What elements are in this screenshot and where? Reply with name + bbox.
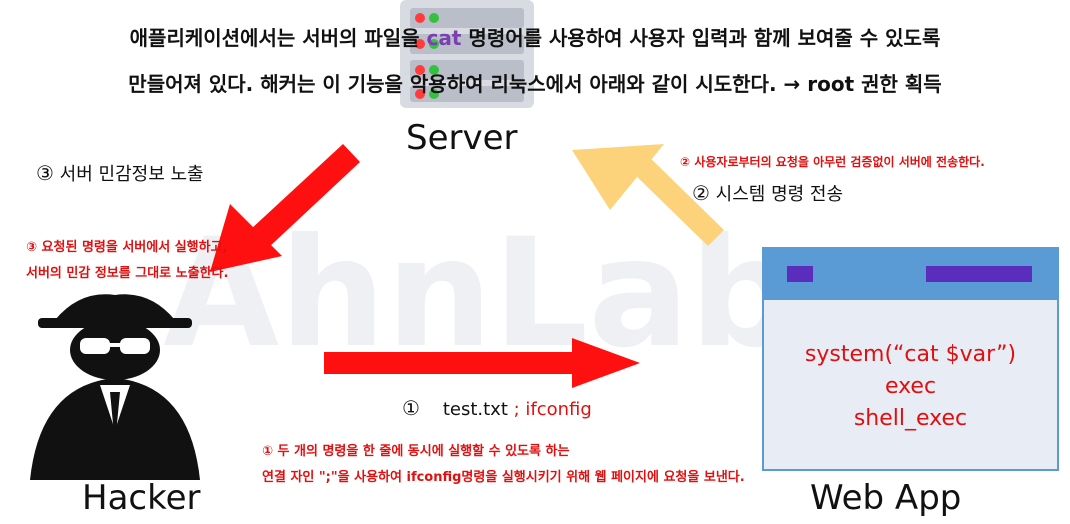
step1-note-line-1: ① 두 개의 명령을 한 줄에 동시에 실행할 수 있도록 하는 <box>262 444 570 459</box>
server-icon <box>400 0 534 108</box>
step3-note-line-1: ③ 요청된 명령을 서버에서 실행하고, <box>26 240 228 255</box>
intro-arrow: → <box>783 72 801 96</box>
step1-text-b: ; ifconfig <box>513 399 592 420</box>
webapp-code-line-1: system(“cat $var”) <box>804 342 1017 367</box>
intro-line-2: 만들어져 있다. 해커는 이 기능을 악용하여 리눅스에서 아래와 같이 시도한… <box>0 68 1070 97</box>
server-label: Server <box>406 118 518 158</box>
step3-text: 서버 민감정보 노출 <box>59 164 204 185</box>
intro-line-1: 애플리케이션에서는 서버의 파일을 cat 명령어를 사용하여 사용자 입력과 … <box>0 22 1070 51</box>
intro-line-1-text-b: 명령어를 사용하여 사용자 입력과 함께 보여줄 수 있도록 <box>461 26 941 50</box>
arrow-step3-server-to-hacker <box>210 144 360 272</box>
step3-label: ③ 서버 민감정보 노출 <box>36 160 204 186</box>
arrow-step2-webapp-to-server <box>572 144 724 246</box>
intro-line-1-text-a: 애플리케이션에서는 서버의 파일을 <box>129 26 427 50</box>
step3-number: ③ <box>36 161 54 185</box>
intro-result: root 권한 획득 <box>807 72 942 96</box>
webapp-code-line-2: exec <box>884 374 937 399</box>
step1-text-a: test.txt <box>442 399 514 420</box>
step3-note-line-2: 서버의 민감 정보를 그대로 노출한다. <box>26 266 229 281</box>
webapp-label: Web App <box>810 478 962 518</box>
hacker-label: Hacker <box>82 478 201 518</box>
webapp-browser-icon <box>762 247 1059 471</box>
arrow-step1-hacker-to-webapp <box>324 338 640 388</box>
step2-label: ② 시스템 명령 전송 <box>692 180 843 206</box>
intro-cat-command: cat <box>426 26 462 50</box>
step2-text: 시스템 명령 전송 <box>715 184 844 205</box>
hacker-icon <box>30 294 200 480</box>
step1-number: ① <box>402 396 420 420</box>
step1-note-line-2: 연결 자인 ";"을 사용하여 ifconfig명령을 실행시키기 위해 웹 페… <box>262 470 745 485</box>
step2-note: ② 사용자로부터의 요청을 아무런 검증없이 서버에 전송한다. <box>680 155 985 169</box>
intro-line-2-text: 만들어져 있다. 해커는 이 기능을 악용하여 리눅스에서 아래와 같이 시도한… <box>128 72 777 96</box>
step2-number: ② <box>692 181 710 205</box>
step1-label: ① test.txt ; ifconfig <box>402 396 592 420</box>
webapp-code-line-3: shell_exec <box>853 406 968 431</box>
